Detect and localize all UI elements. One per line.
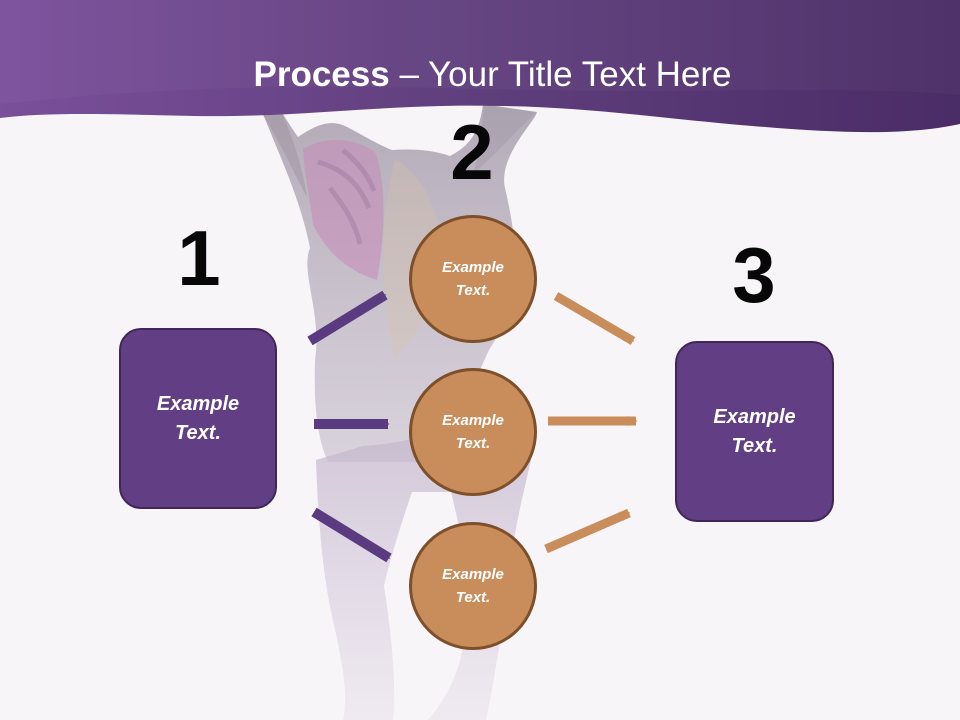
arrow-bottom-circle-to-right [544,508,631,554]
right-box-text: Example Text. [713,405,796,457]
bottom-process-circle: Example Text. [409,522,537,650]
top-process-circle: Example Text. [409,215,537,343]
arrow-left-to-top-circle [307,290,388,346]
step-number-1: 1 [177,214,221,302]
title-banner [0,0,960,133]
title-rest: – Your Title Text Here [389,55,732,94]
left-process-box: Example Text. [119,328,277,509]
left-to-circles-arrows [307,290,392,563]
bottom-circle-text: Example Text. [442,566,504,606]
step-number-3: 3 [732,231,776,319]
arrow-left-to-bottom-circle [311,507,392,563]
middle-circle-text: Example Text. [442,412,504,452]
arrow-top-circle-to-right [553,292,636,345]
top-circle-text: Example Text. [442,259,504,299]
title-strong: Process [253,55,390,94]
middle-process-circle: Example Text. [409,368,537,496]
step-number-2: 2 [450,108,494,196]
slide-title: Process – Your Title Text Here [0,52,960,98]
right-process-box: Example Text. [675,341,834,522]
circles-to-right-arrows [544,292,638,554]
left-box-text: Example Text. [156,392,240,444]
